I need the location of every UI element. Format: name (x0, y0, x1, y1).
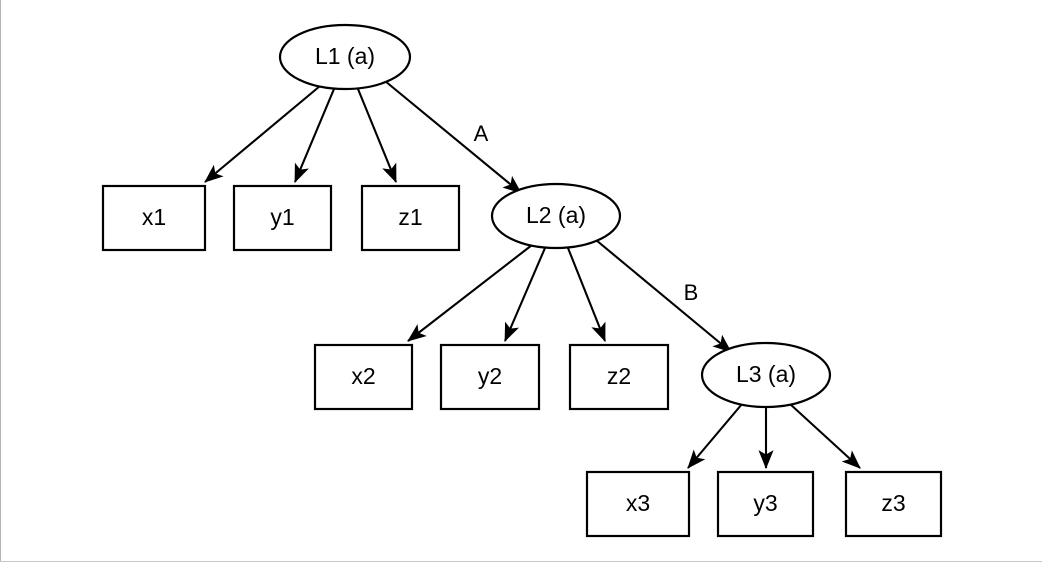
observed-node-z3[interactable]: z3 (844, 470, 943, 538)
edge-l1-to-x1[interactable] (204, 85, 321, 183)
edge-l2-to-l3[interactable] (595, 239, 732, 353)
nodes-layer: L1 (a) L2 (a) L3 (a) x1 y1 z1 x2 y2 z2 x3 y3 z3 (101, 23, 943, 538)
edge-l3-to-z3[interactable] (789, 403, 861, 469)
rect-shape (568, 343, 670, 411)
observed-node-x3[interactable]: x3 (585, 470, 691, 538)
observed-node-z2[interactable]: z2 (568, 343, 670, 411)
edge-l2-to-y2[interactable] (504, 247, 546, 342)
latent-node-l1[interactable]: L1 (a) (278, 23, 412, 91)
ellipse-shape (490, 182, 622, 250)
edge-l2-to-x2[interactable] (407, 244, 533, 342)
observed-node-y2[interactable]: y2 (439, 343, 541, 411)
edges-layer (204, 80, 861, 470)
observed-node-y1[interactable]: y1 (232, 184, 333, 252)
rect-shape (844, 470, 943, 538)
edge-l1-to-z1[interactable] (357, 88, 397, 183)
edge-label-b: B (684, 280, 699, 305)
ellipse-shape (700, 341, 832, 409)
rect-shape (313, 343, 414, 411)
latent-node-l3[interactable]: L3 (a) (700, 341, 832, 409)
rect-shape (232, 184, 333, 252)
edge-l1-to-y1[interactable] (294, 88, 335, 183)
edge-label-a: A (474, 121, 489, 146)
rect-shape (101, 184, 207, 252)
observed-node-y3[interactable]: y3 (716, 470, 815, 538)
rect-shape (360, 184, 461, 252)
edge-l2-to-z2[interactable] (567, 247, 606, 342)
observed-node-z1[interactable]: z1 (360, 184, 461, 252)
rect-shape (439, 343, 541, 411)
observed-node-x1[interactable]: x1 (101, 184, 207, 252)
edge-l1-to-l2[interactable] (384, 80, 522, 194)
rect-shape (716, 470, 815, 538)
rect-shape (585, 470, 691, 538)
ellipse-shape (278, 23, 412, 91)
observed-node-x2[interactable]: x2 (313, 343, 414, 411)
edge-l3-to-x3[interactable] (687, 403, 743, 469)
latent-node-l2[interactable]: L2 (a) (490, 182, 622, 250)
